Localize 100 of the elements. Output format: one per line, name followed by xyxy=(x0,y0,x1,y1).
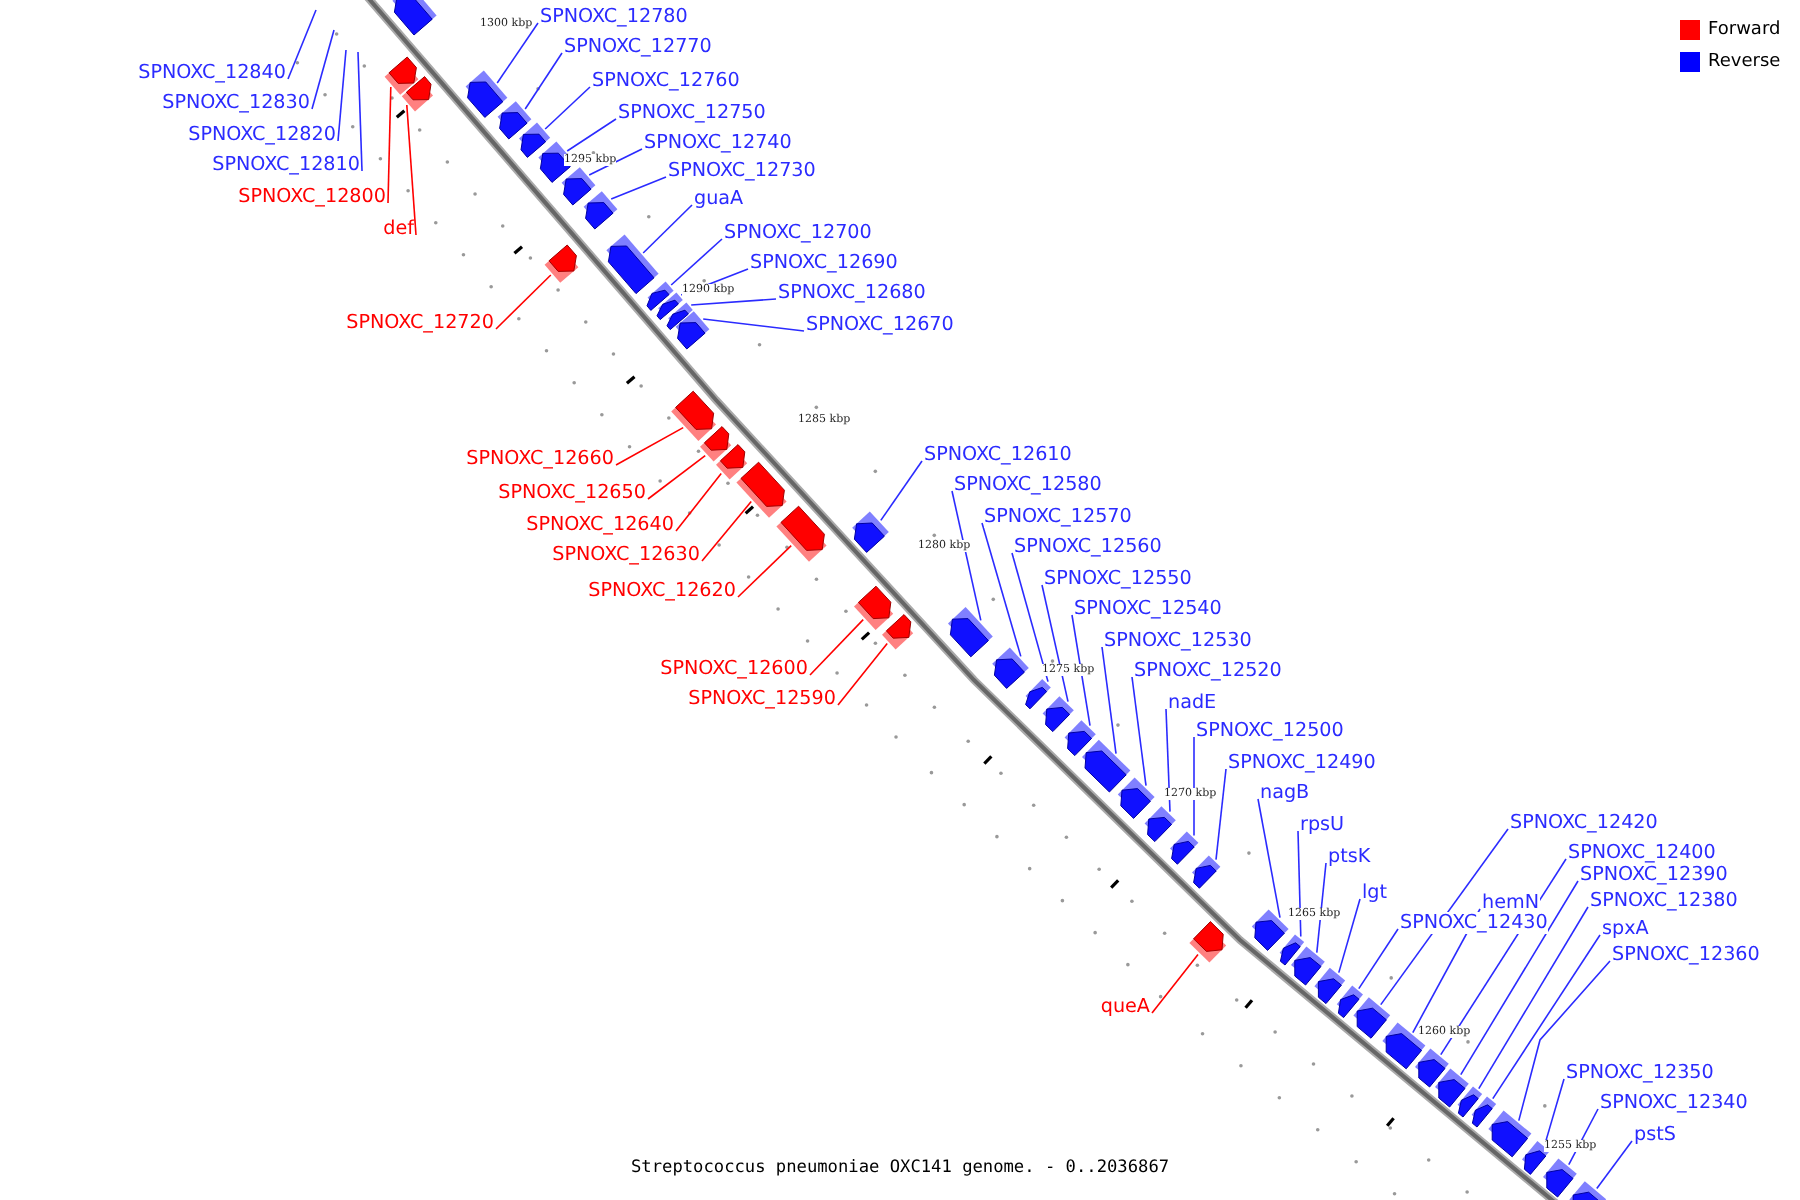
gene-block xyxy=(497,101,532,140)
gene-block xyxy=(519,122,551,158)
gene-block xyxy=(992,647,1029,689)
leader-line xyxy=(566,118,617,152)
leader-line xyxy=(1193,736,1195,837)
gene-block xyxy=(882,614,914,650)
gene-label: SPNOXC_12670 xyxy=(806,313,954,335)
leader-line xyxy=(615,426,684,466)
gene-block xyxy=(1488,1110,1532,1158)
gene-label: SPNOXC_12740 xyxy=(644,131,792,153)
gene-label: SPNOXC_12570 xyxy=(984,505,1132,527)
leader-line xyxy=(588,148,643,176)
gene-block xyxy=(1170,831,1199,865)
gene-label: SPNOXC_12650 xyxy=(498,481,646,503)
gene-block xyxy=(1353,997,1391,1039)
gene-label: SPNOXC_12530 xyxy=(1104,629,1252,651)
gene-block xyxy=(1082,739,1131,793)
legend-label: Forward xyxy=(1708,20,1781,40)
gene-block xyxy=(1025,679,1051,710)
gene-label: pstS xyxy=(1634,1123,1676,1145)
gene-label: nagB xyxy=(1260,781,1310,803)
gene-block xyxy=(1543,1158,1577,1198)
gene-label: SPNOXC_12800 xyxy=(238,185,386,207)
gene-label: SPNOXC_12490 xyxy=(1228,751,1376,773)
gene-block xyxy=(465,70,508,118)
gene-label: SPNOXC_12700 xyxy=(724,221,872,243)
gene-label: SPNOXC_12750 xyxy=(618,101,766,123)
leader-line xyxy=(337,49,347,142)
gene-label: lgt xyxy=(1362,881,1388,903)
leader-line xyxy=(1297,830,1302,938)
gene-block xyxy=(1569,1181,1607,1200)
gene-label: SPNOXC_12600 xyxy=(660,657,808,679)
gene-label: guaA xyxy=(694,187,744,209)
gene-block xyxy=(1117,777,1155,819)
leader-line xyxy=(495,274,552,330)
leader-line xyxy=(1596,1140,1633,1190)
gene-label: SPNOXC_12780 xyxy=(540,5,688,27)
gene-block xyxy=(854,585,894,630)
gene-label: SPNOXC_12580 xyxy=(954,473,1102,495)
gene-label: SPNOXC_12520 xyxy=(1134,659,1282,681)
leader-line xyxy=(1338,898,1361,974)
gene-label: SPNOXC_12730 xyxy=(668,159,816,181)
gene-block xyxy=(716,444,748,480)
leader-line xyxy=(642,204,693,254)
gene-label: SPNOXC_12840 xyxy=(138,61,286,83)
gene-label: rpsU xyxy=(1300,813,1345,835)
gene-block xyxy=(671,390,716,441)
gene-label: queA xyxy=(1100,995,1150,1017)
gene-label: SPNOXC_12760 xyxy=(592,69,740,91)
leader-line xyxy=(670,238,723,286)
gene-label: SPNOXC_12660 xyxy=(466,447,614,469)
gene-label: SPNOXC_12640 xyxy=(526,513,674,535)
leader-line xyxy=(287,9,317,80)
gene-label: SPNOXC_12560 xyxy=(1014,535,1162,557)
gene-block xyxy=(606,234,659,295)
gene-block xyxy=(392,0,437,36)
leader-line xyxy=(544,86,591,130)
leader-line xyxy=(690,298,777,306)
leader-line xyxy=(880,460,923,522)
gene-block xyxy=(561,167,596,206)
gene-block xyxy=(1291,946,1325,986)
gene-label: SPNOXC_12590 xyxy=(688,687,836,709)
leader-line xyxy=(524,52,563,110)
leader-line xyxy=(1151,953,1199,1014)
gene-block xyxy=(736,461,787,518)
leader-line xyxy=(1478,906,1589,1090)
leader-line xyxy=(809,618,864,676)
gene-label: def xyxy=(383,217,414,239)
leader-line xyxy=(675,472,722,532)
gene-label: SPNOXC_12390 xyxy=(1580,863,1728,885)
leader-line xyxy=(1544,1078,1565,1146)
gene-block xyxy=(1144,806,1176,843)
gene-label: SPNOXC_12500 xyxy=(1196,719,1344,741)
leader-line xyxy=(1215,768,1227,861)
gene-label: SPNOXC_12540 xyxy=(1074,597,1222,619)
gene-label: SPNOXC_12770 xyxy=(564,35,712,57)
gene-label: SPNOXC_12340 xyxy=(1600,1091,1748,1113)
gene-label: SPNOXC_12680 xyxy=(778,281,926,303)
gene-label: SPNOXC_12400 xyxy=(1568,841,1716,863)
gene-label: SPNOXC_12550 xyxy=(1044,567,1192,589)
leader-line xyxy=(1131,676,1147,787)
leader-line xyxy=(357,51,363,172)
gene-block xyxy=(1251,909,1289,951)
leader-line xyxy=(1460,880,1579,1076)
gene-label: SPNOXC_12430 xyxy=(1400,911,1548,933)
gene-block xyxy=(700,426,732,462)
gene-label: SPNOXC_12420 xyxy=(1510,811,1658,833)
gene-block xyxy=(852,511,889,553)
leader-line xyxy=(610,176,667,200)
gene-label: SPNOXC_12380 xyxy=(1590,889,1738,911)
legend-label: Reverse xyxy=(1708,52,1781,72)
leader-line xyxy=(311,29,335,110)
gene-block xyxy=(1192,855,1221,889)
leader-line xyxy=(1071,614,1091,727)
gene-block xyxy=(401,76,433,112)
gene-block xyxy=(1314,967,1346,1005)
gene-block xyxy=(583,191,618,230)
gene-label: SPNOXC_12610 xyxy=(924,443,1072,465)
leader-line xyxy=(496,22,539,84)
leader-line xyxy=(737,544,792,598)
